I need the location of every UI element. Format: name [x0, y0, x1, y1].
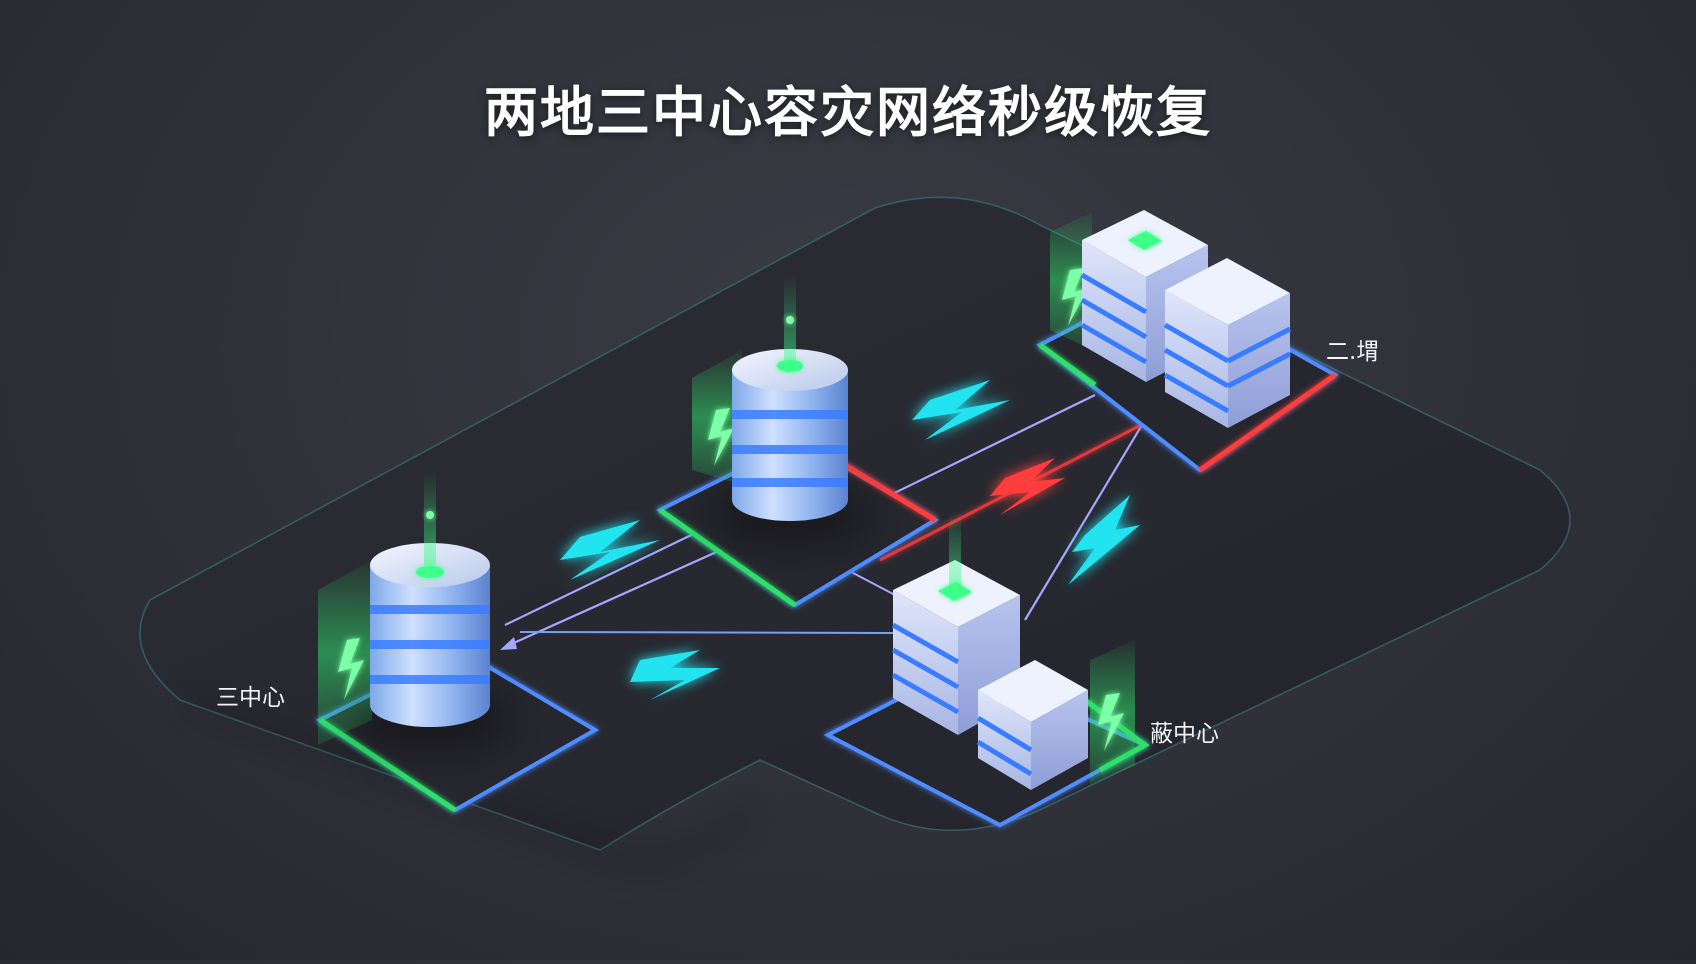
node-d	[823, 512, 1150, 828]
lightning-icon	[630, 650, 720, 700]
node-c-label: 二.㙕	[1326, 339, 1380, 365]
link-a-d	[519, 631, 906, 634]
database-cylinder-icon	[732, 275, 848, 521]
node-b	[656, 275, 939, 608]
link-a-b	[504, 524, 713, 626]
server-cluster-icon	[1080, 210, 1292, 428]
lightning-icon	[1068, 495, 1140, 585]
node-d-label: 蔽中心	[1150, 721, 1219, 747]
node-c	[1036, 210, 1339, 473]
lightning-icon	[912, 380, 1010, 440]
lightning-icon	[560, 520, 660, 580]
server-cluster-icon	[891, 512, 1088, 790]
link-b-c	[869, 394, 1096, 506]
database-cylinder-icon	[370, 470, 490, 727]
node-a-label: 三中心	[216, 685, 285, 711]
page-title: 两地三中心容灾网络秒级恢复	[484, 81, 1212, 144]
node-a	[316, 470, 599, 813]
link-c-d	[1024, 419, 1146, 621]
lightning-bolts	[560, 380, 1140, 700]
lightning-icon	[990, 458, 1065, 515]
